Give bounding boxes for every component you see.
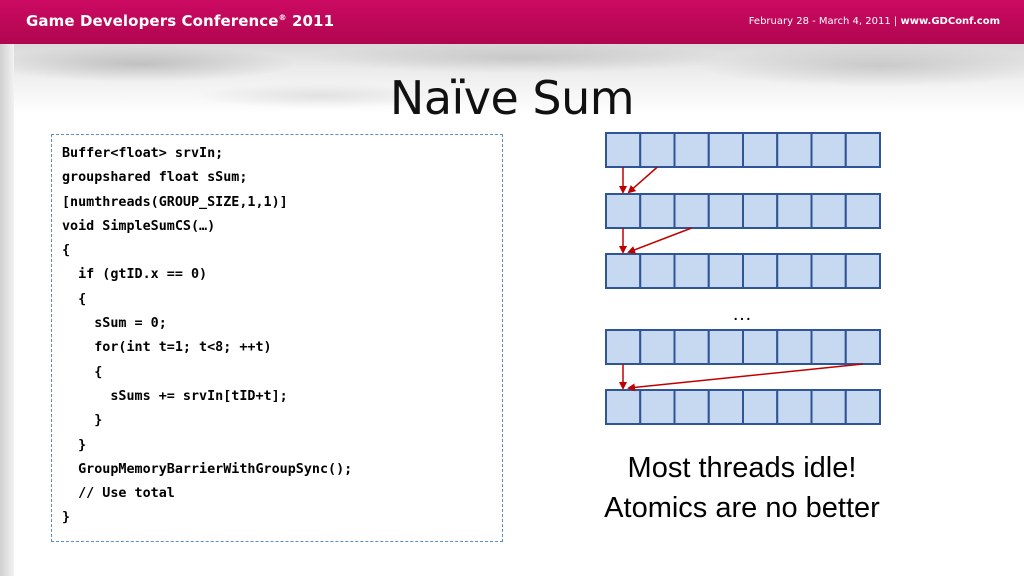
- code-line: sSums += srvIn[tID+t];: [62, 388, 288, 404]
- array-cell: [776, 389, 813, 425]
- array-cell: [673, 193, 710, 229]
- code-line: if (gtID.x == 0): [62, 267, 208, 283]
- array-cell: [605, 193, 642, 229]
- array-cell: [810, 389, 847, 425]
- array-cell: [810, 132, 847, 168]
- array-cell: [844, 132, 881, 168]
- array-cell: [673, 329, 710, 365]
- array-cell: [844, 193, 881, 229]
- array-cell: [639, 329, 676, 365]
- code-line: }: [62, 413, 103, 429]
- array-cell: [742, 193, 779, 229]
- array-cell: [605, 132, 642, 168]
- code-line: void SimpleSumCS(…): [62, 218, 216, 234]
- array-cell: [810, 253, 847, 289]
- array-cell: [605, 253, 642, 289]
- registered-mark: ®: [278, 13, 287, 22]
- sum-arrow: [627, 227, 692, 254]
- array-row: [605, 132, 881, 168]
- code-line: // Use total: [62, 486, 175, 502]
- array-row: [605, 329, 881, 365]
- code-line: {: [62, 291, 87, 307]
- array-row: [605, 389, 881, 425]
- array-cell: [639, 132, 676, 168]
- array-cell: [639, 253, 676, 289]
- conference-title: Game Developers Conference® 2011: [26, 12, 334, 30]
- array-cell: [776, 132, 813, 168]
- array-cell: [776, 253, 813, 289]
- array-cell: [844, 329, 881, 365]
- array-cell: [810, 193, 847, 229]
- array-cell: [673, 132, 710, 168]
- sum-arrow: [627, 363, 863, 392]
- array-cell: [707, 329, 744, 365]
- code-listing: Buffer<float> srvIn; groupshared float s…: [51, 134, 503, 542]
- array-cell: [844, 253, 881, 289]
- code-line: {: [62, 364, 103, 380]
- array-cell: [673, 389, 710, 425]
- diagram-ellipsis: …: [732, 303, 752, 325]
- conference-date-range: February 28 - March 4, 2011 |: [748, 16, 901, 27]
- caption-threads-idle: Most threads idle!: [627, 452, 857, 484]
- code-line: sSum = 0;: [62, 316, 167, 332]
- conference-website: www.GDConf.com: [900, 16, 1000, 27]
- conference-name: Game Developers Conference: [26, 12, 279, 30]
- header-grunge-texture: [0, 44, 1024, 114]
- array-cell: [673, 253, 710, 289]
- code-line: GroupMemoryBarrierWithGroupSync();: [62, 461, 353, 477]
- array-cell: [639, 389, 676, 425]
- code-line: {: [62, 243, 71, 259]
- conference-header-bar: Game Developers Conference® 2011 Februar…: [0, 0, 1024, 44]
- array-cell: [776, 193, 813, 229]
- conference-dates: February 28 - March 4, 2011 | www.GDConf…: [749, 16, 1000, 27]
- caption-atomics: Atomics are no better: [604, 492, 880, 524]
- array-cell: [639, 193, 676, 229]
- conference-year: 2011: [286, 12, 335, 30]
- code-line: }: [62, 437, 87, 453]
- array-cell: [742, 253, 779, 289]
- array-cell: [707, 132, 744, 168]
- array-cell: [742, 389, 779, 425]
- code-line: groupshared float sSum;: [62, 170, 248, 186]
- array-row: [605, 253, 881, 289]
- array-cell: [605, 389, 642, 425]
- array-cell: [742, 329, 779, 365]
- array-cell: [605, 329, 642, 365]
- array-cell: [742, 132, 779, 168]
- slide-title: Naïve Sum: [389, 71, 635, 125]
- array-cell: [844, 389, 881, 425]
- array-cell: [810, 329, 847, 365]
- code-line: for(int t=1; t<8; ++t): [62, 340, 272, 356]
- code-line: }: [62, 510, 71, 526]
- array-cell: [776, 329, 813, 365]
- left-edge-strip: [0, 44, 14, 576]
- code-line: Buffer<float> srvIn;: [62, 146, 224, 161]
- array-cell: [707, 193, 744, 229]
- array-cell: [707, 389, 744, 425]
- code-line: [numthreads(GROUP_SIZE,1,1)]: [62, 194, 288, 210]
- array-cell: [707, 253, 744, 289]
- sum-arrow: [627, 166, 658, 194]
- array-row: [605, 193, 881, 229]
